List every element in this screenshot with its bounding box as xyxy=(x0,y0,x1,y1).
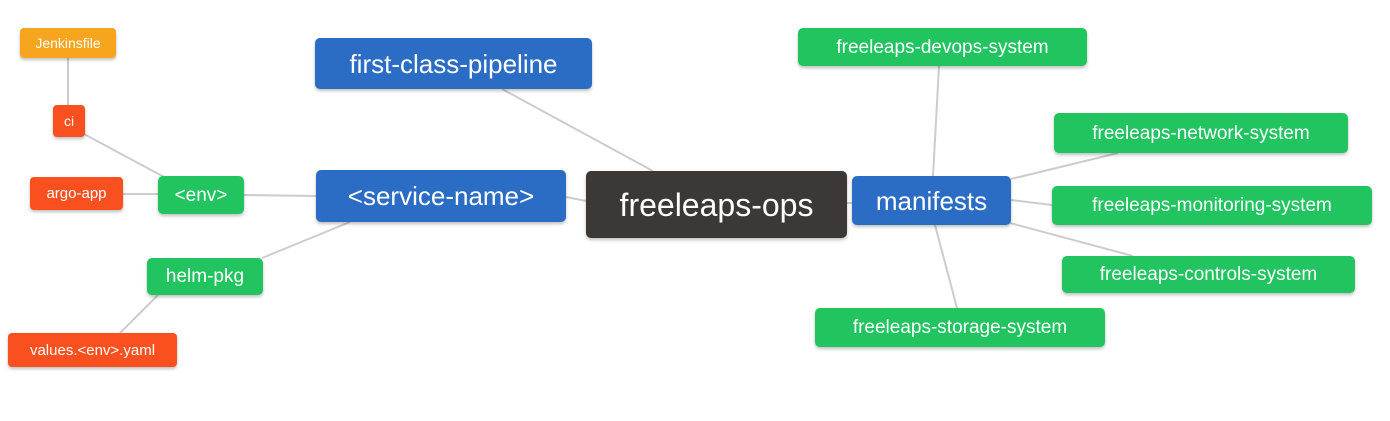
edge-manifests-monitoring-system xyxy=(1010,199,1053,206)
edge-env-service-name xyxy=(243,194,317,197)
node-manifests[interactable]: manifests xyxy=(852,176,1011,225)
edge-manifests-storage-system xyxy=(934,224,958,309)
node-first-class-pipeline[interactable]: first-class-pipeline xyxy=(315,38,592,89)
node-argo-app[interactable]: argo-app xyxy=(30,177,123,210)
edge-service-name-freeleaps-ops xyxy=(565,196,587,202)
node-ci[interactable]: ci xyxy=(53,105,85,137)
node-freeleaps-controls-system[interactable]: freeleaps-controls-system xyxy=(1062,256,1355,293)
node-values-env-yaml[interactable]: values.<env>.yaml xyxy=(8,333,177,367)
edge-ci-env xyxy=(83,133,167,179)
edge-manifests-devops-system xyxy=(932,65,940,177)
node-freeleaps-devops-system[interactable]: freeleaps-devops-system xyxy=(798,28,1087,66)
edge-manifests-controls-system xyxy=(1009,222,1134,257)
edge-manifests-network-system xyxy=(1010,152,1119,180)
node-jenkinsfile[interactable]: Jenkinsfile xyxy=(20,28,116,58)
node-freeleaps-ops[interactable]: freeleaps-ops xyxy=(586,171,847,238)
node-service-name[interactable]: <service-name> xyxy=(316,170,566,222)
node-helm-pkg[interactable]: helm-pkg xyxy=(147,258,263,295)
edge-service-name-helm-pkg xyxy=(261,221,351,259)
edge-helm-pkg-values-env-yaml xyxy=(119,294,159,334)
node-freeleaps-network-system[interactable]: freeleaps-network-system xyxy=(1054,113,1348,153)
node-freeleaps-monitoring-system[interactable]: freeleaps-monitoring-system xyxy=(1052,186,1372,225)
node-freeleaps-storage-system[interactable]: freeleaps-storage-system xyxy=(815,308,1105,347)
edge-first-class-pipeline-freeleaps-ops xyxy=(501,88,654,172)
node-env[interactable]: <env> xyxy=(158,176,244,214)
